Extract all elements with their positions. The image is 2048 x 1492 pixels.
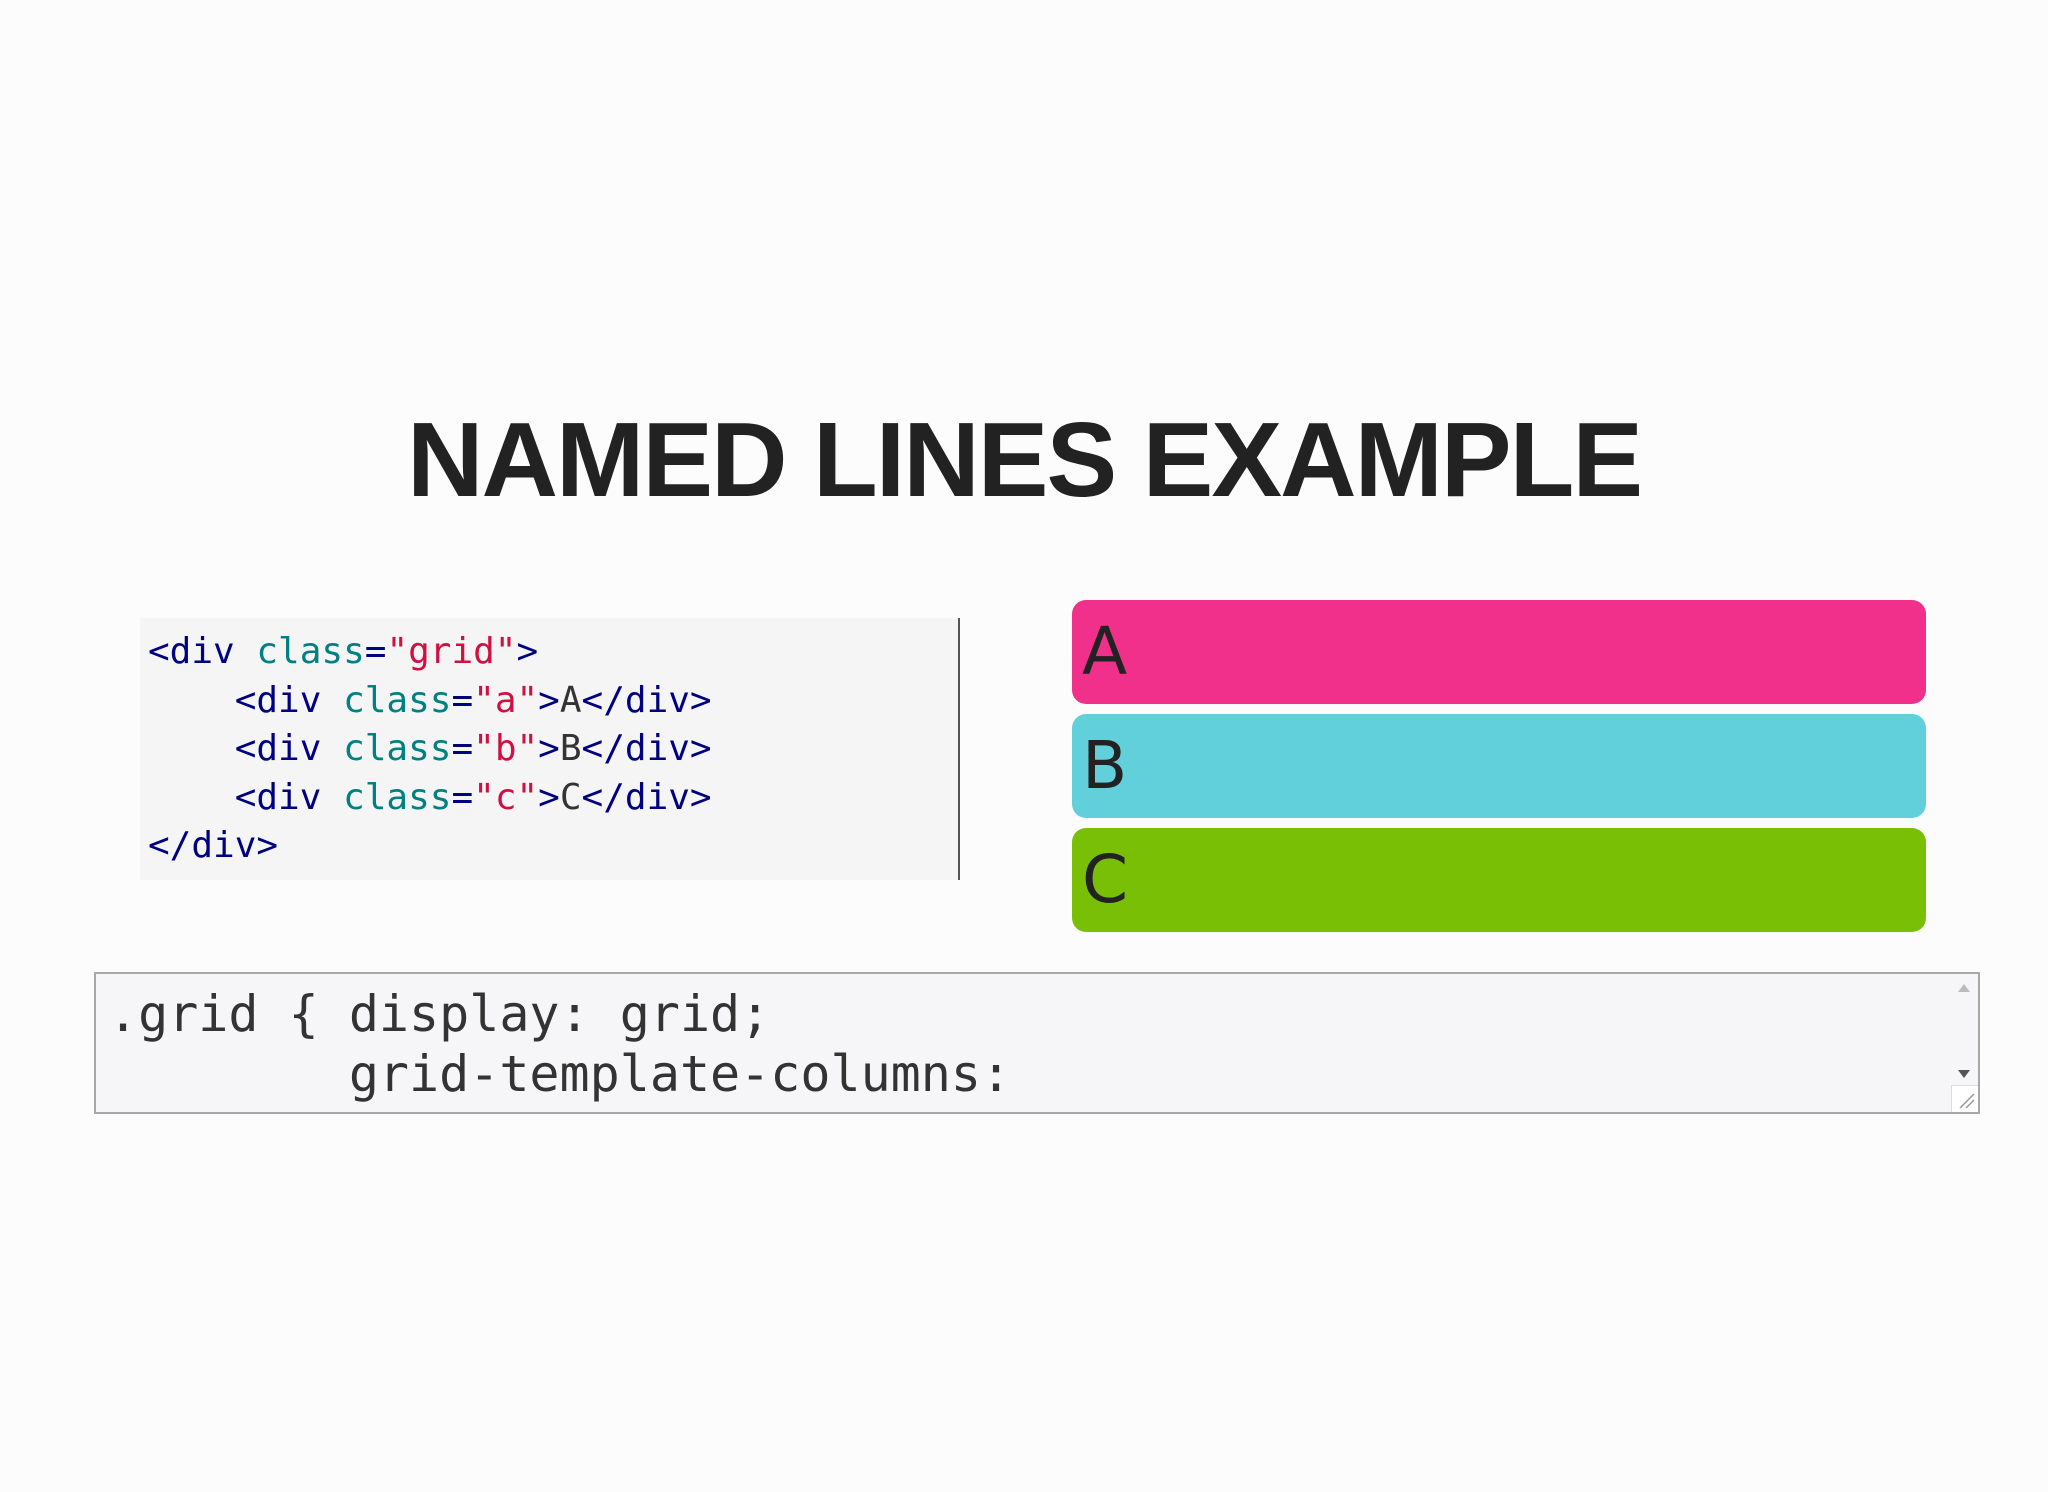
html-code-block: <div class="grid"> <div class="a">A</div… [140,618,960,880]
code-attr: class [256,631,365,672]
css-editor-textarea[interactable]: .grid { display: grid; grid-template-col… [94,972,1980,1114]
code-attr: class [343,679,452,721]
slide-title: NAMED LINES EXAMPLE [406,401,1643,519]
code-string: "c" [473,776,539,818]
code-indent [148,728,235,769]
code-equals: = [451,776,474,818]
code-line-4: <div class="c">C</div> [148,777,712,818]
code-tag-open: <div [234,679,344,721]
css-editor-content[interactable]: .grid { display: grid; grid-template-col… [108,984,1011,1104]
code-line-1: <div class="grid"> [148,631,538,672]
css-line-2: grid-template-columns: [108,1045,1012,1103]
grid-demo: A B C [1072,600,1926,942]
code-line-2: <div class="a">A</div> [148,680,712,721]
code-tag-end: </div> [581,776,712,818]
code-text: B [559,728,582,769]
code-indent [148,777,235,818]
code-line-5: </div> [148,825,278,866]
code-tag-end: </div> [148,825,279,866]
code-tag-close: > [538,776,560,818]
code-equals: = [451,679,474,721]
code-indent [148,680,235,721]
code-tag-close: > [538,679,560,721]
scroll-up-arrow-icon[interactable] [1958,984,1970,992]
code-string: "a" [473,679,539,721]
grid-item-a: A [1072,600,1926,704]
code-tag-open: <div [148,631,257,672]
grid-item-b: B [1072,714,1926,818]
code-text: A [559,679,582,721]
code-tag-end: </div> [581,679,712,721]
css-line-1: .grid { display: grid; [108,985,771,1043]
code-text: C [559,776,582,818]
code-equals: = [451,728,474,769]
code-tag-close: > [538,728,560,769]
code-equals: = [364,631,387,672]
code-tag-open: <div [234,776,344,818]
code-string: "b" [473,728,539,769]
code-attr: class [343,776,452,818]
code-tag-close: > [516,631,539,672]
code-tag-open: <div [234,728,344,769]
code-tag-end: </div> [581,728,712,769]
code-line-3: <div class="b">B</div> [148,728,712,769]
code-string: "grid" [386,631,517,672]
grid-item-c: C [1072,828,1926,932]
code-attr: class [343,728,452,769]
resize-handle-icon[interactable] [1951,1085,1978,1112]
scroll-down-arrow-icon[interactable] [1958,1070,1970,1078]
